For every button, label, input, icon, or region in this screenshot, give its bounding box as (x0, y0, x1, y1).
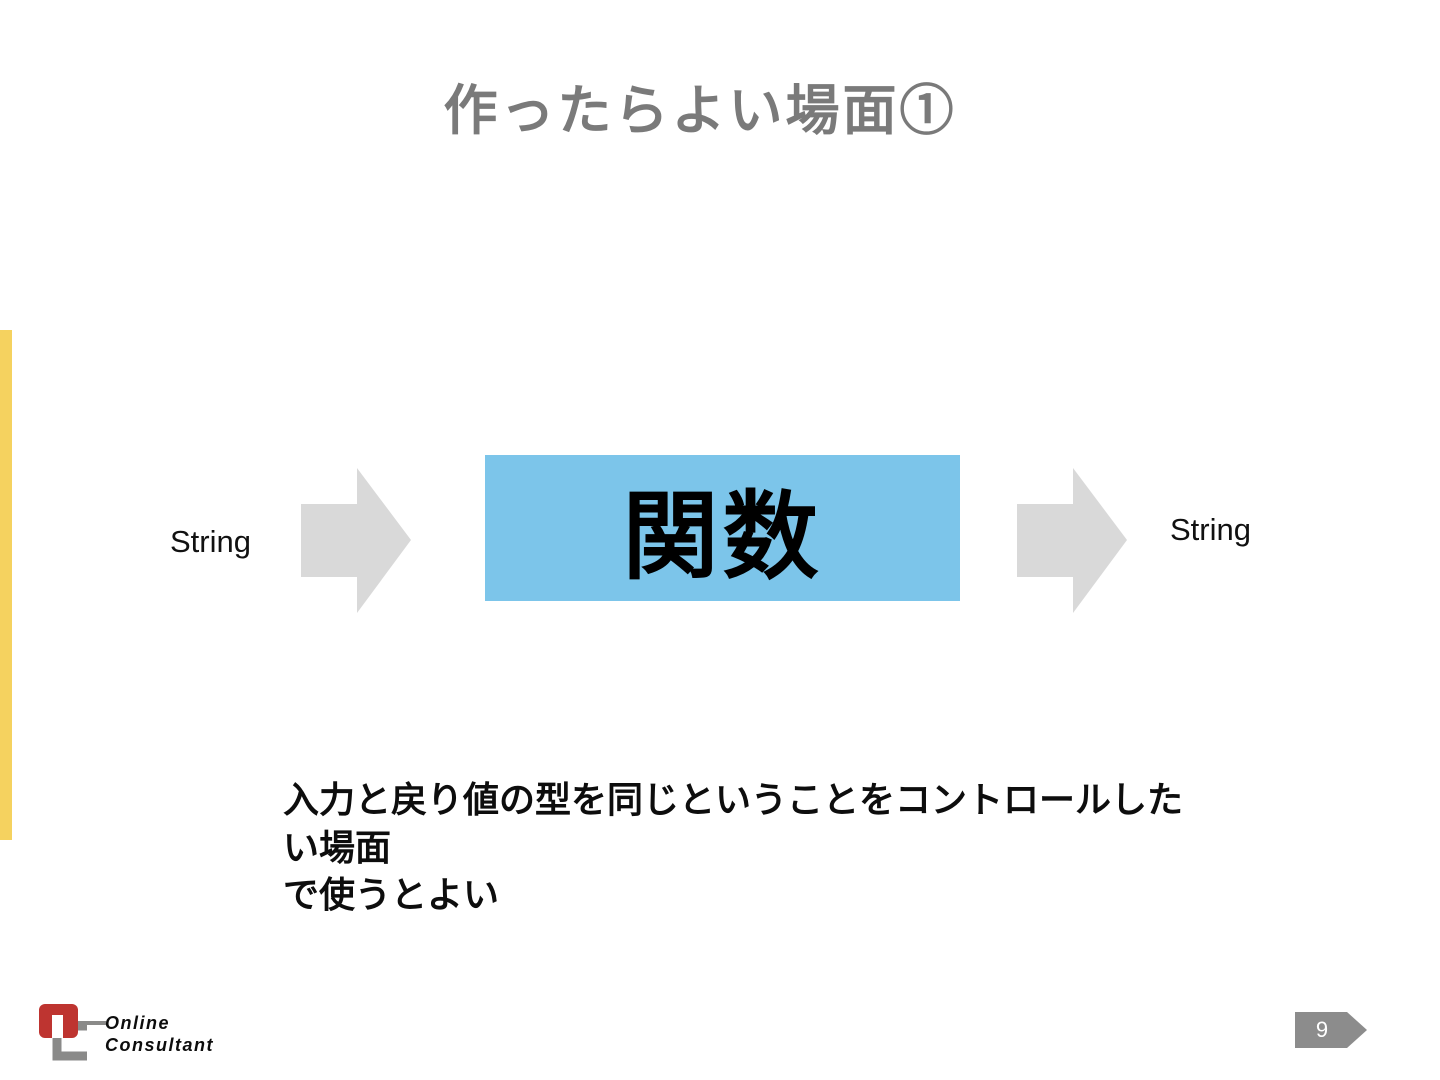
output-type-label: String (1170, 512, 1251, 547)
function-box: 関数 (485, 455, 960, 601)
right-arrow-icon (301, 468, 411, 613)
right-arrow-icon (1017, 468, 1127, 613)
company-logo-mark-icon: Online Consultant (39, 1004, 214, 1061)
page-number: 9 (1315, 1017, 1329, 1042)
note-text: 入力と戻り値の型を同じということをコントロールしたい場面 で使うとよい (283, 779, 1184, 916)
page-number-marker: 9 (1295, 1012, 1368, 1048)
company-logo: Online Consultant (33, 1000, 263, 1062)
input-type-label: String (170, 524, 251, 559)
slide-title: 作ったらよい場面① (443, 81, 957, 141)
function-box-label: 関数 (622, 483, 823, 591)
left-accent-bar (0, 330, 12, 840)
logo-text-line1: Online (105, 1013, 170, 1033)
page-marker-arrow-icon (1295, 1012, 1367, 1048)
logo-text-line2: Consultant (105, 1035, 214, 1055)
